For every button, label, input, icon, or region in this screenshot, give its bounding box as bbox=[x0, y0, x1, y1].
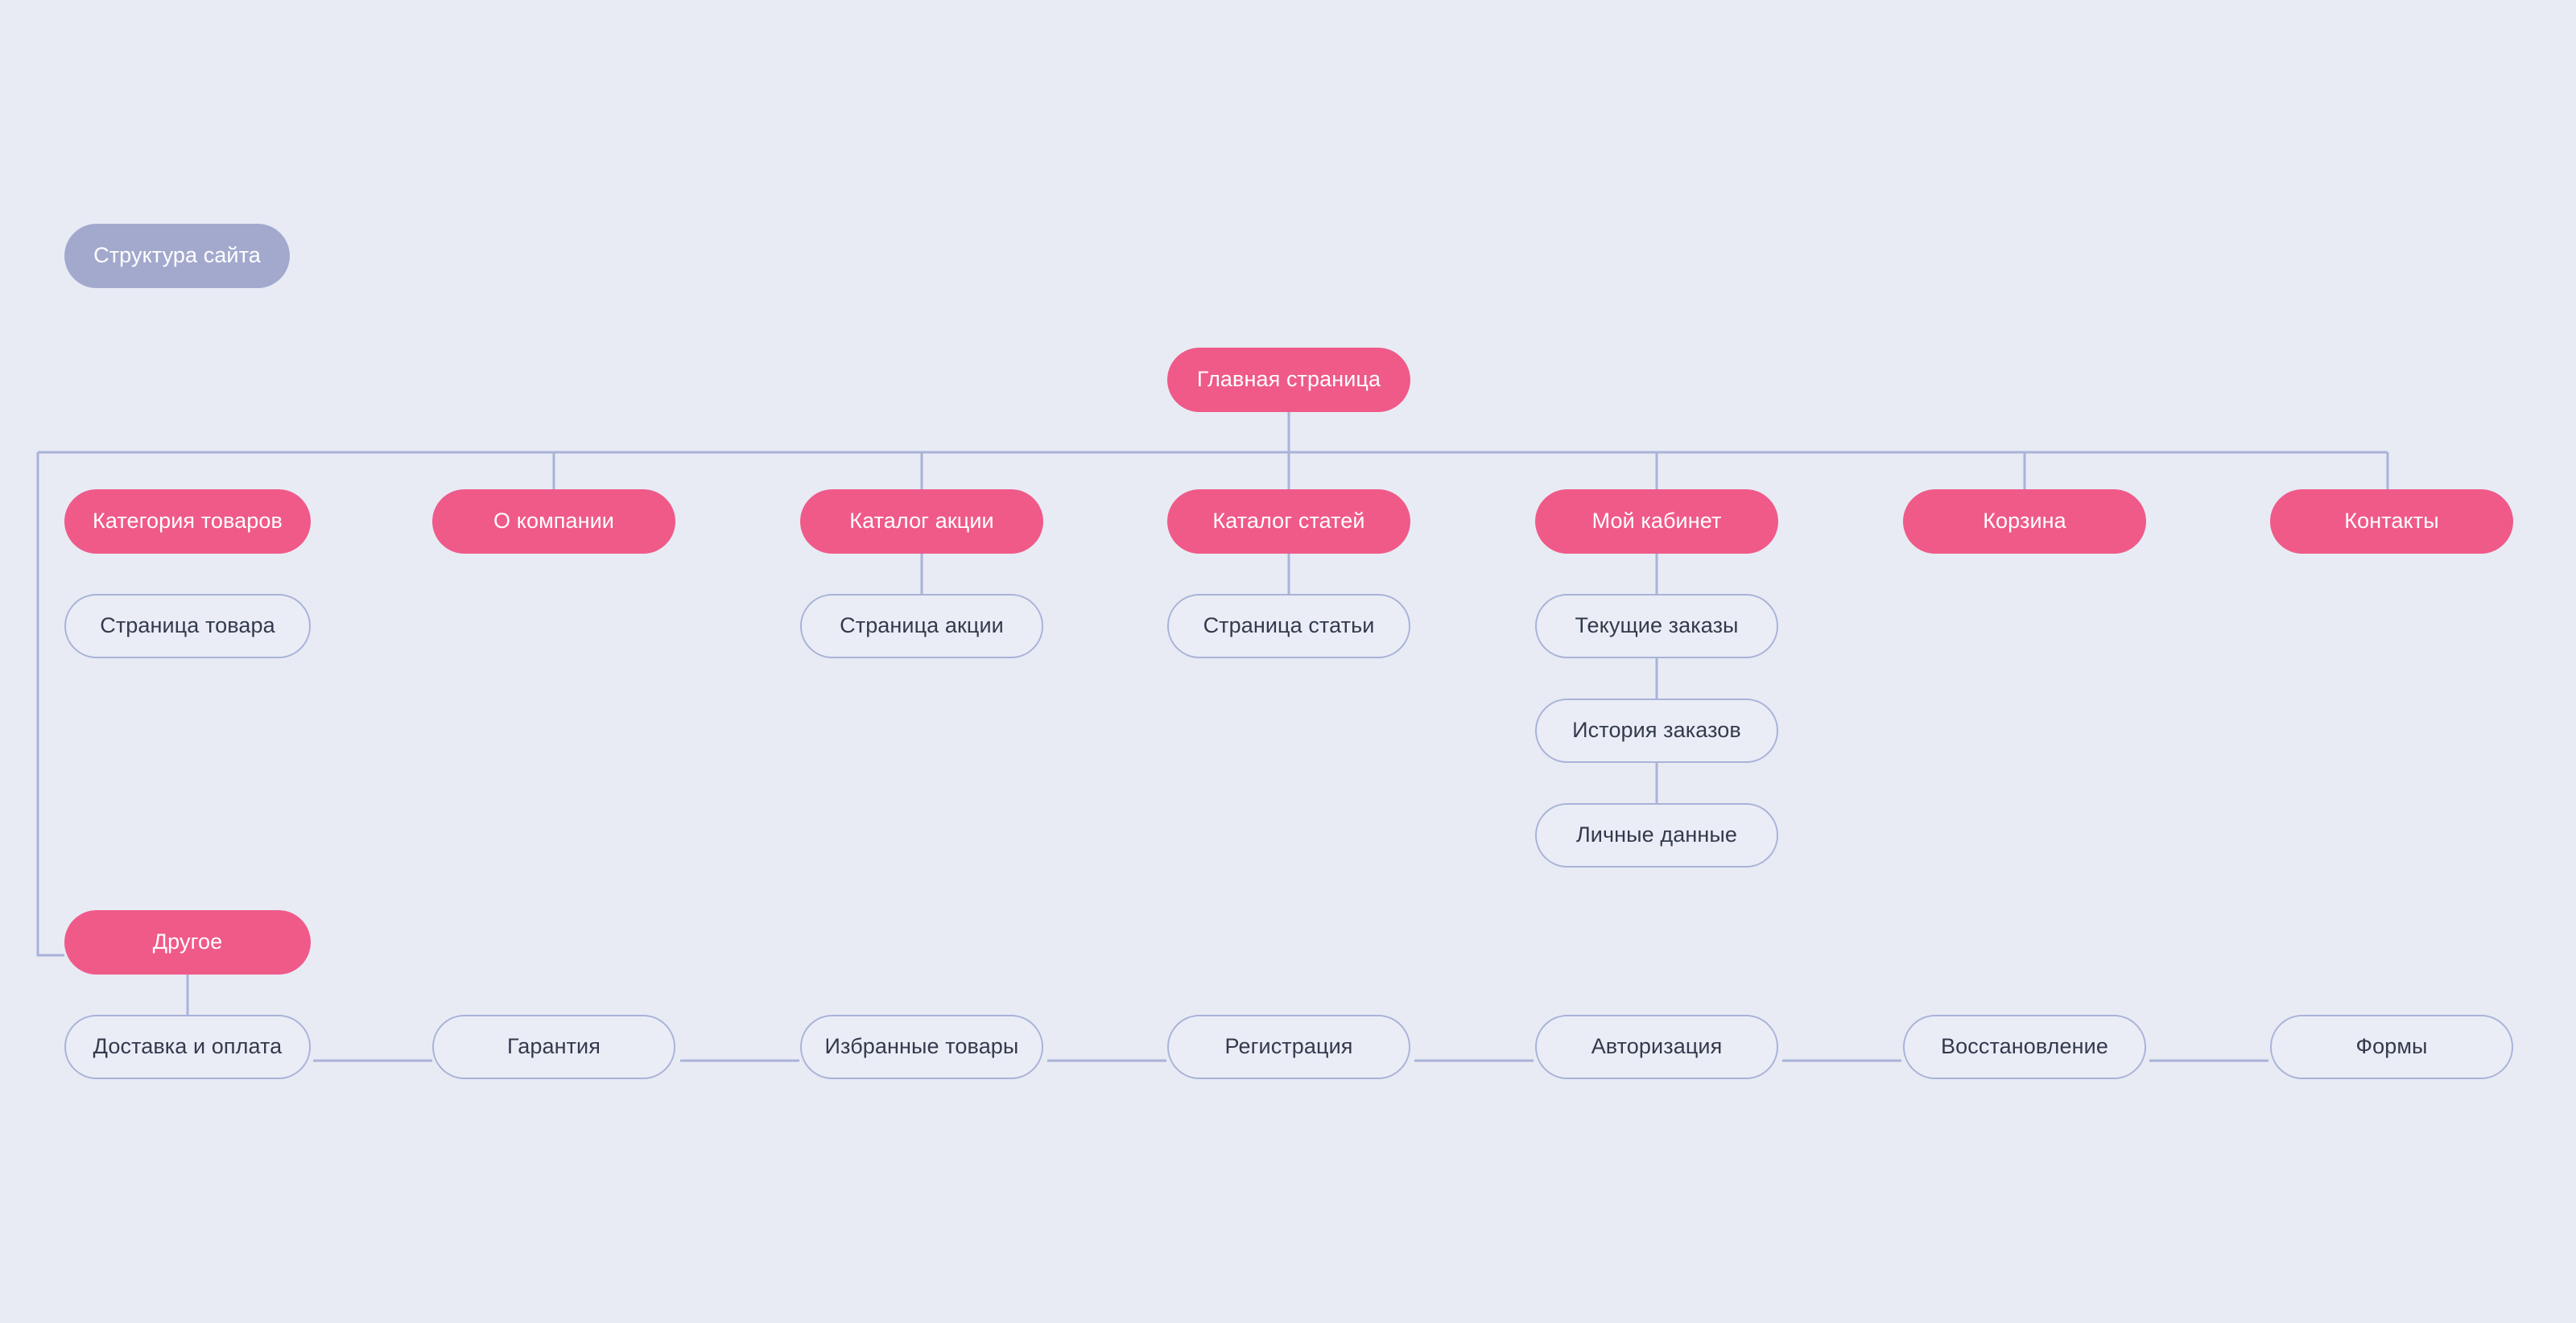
node-label: Корзина bbox=[1983, 509, 2066, 534]
node-label: Гарантия bbox=[507, 1034, 601, 1059]
node-registraciya[interactable]: Регистрация bbox=[1167, 1015, 1410, 1079]
node-kategoriya-tovarov[interactable]: Категория товаров bbox=[64, 489, 311, 554]
node-label: Каталог статей bbox=[1212, 509, 1365, 534]
node-stranica-stati[interactable]: Страница статьи bbox=[1167, 594, 1410, 658]
node-o-kompanii[interactable]: О компании bbox=[432, 489, 675, 554]
edge-bus-to-drugoe bbox=[36, 452, 64, 957]
node-dostavka-i-oplata[interactable]: Доставка и оплата bbox=[64, 1015, 311, 1079]
node-label: Текущие заказы bbox=[1575, 613, 1739, 638]
node-label: Регистрация bbox=[1224, 1034, 1353, 1059]
node-katalog-akcii[interactable]: Каталог акции bbox=[800, 489, 1043, 554]
node-lichnye-dannye[interactable]: Личные данные bbox=[1535, 803, 1778, 868]
node-label: Восстановление bbox=[1941, 1034, 2108, 1059]
node-label: Избранные товары bbox=[824, 1034, 1019, 1059]
node-katalog-statey[interactable]: Каталог статей bbox=[1167, 489, 1410, 554]
node-label: Другое bbox=[152, 929, 223, 954]
node-tekushchie-zakazy[interactable]: Текущие заказы bbox=[1535, 594, 1778, 658]
node-label: Категория товаров bbox=[93, 509, 283, 534]
node-stranica-tovara[interactable]: Страница товара bbox=[64, 594, 311, 658]
diagram-title-pill: Структура сайта bbox=[64, 224, 290, 288]
node-label: Главная страница bbox=[1196, 367, 1381, 392]
node-label: Мой кабинет bbox=[1591, 509, 1722, 534]
node-label: Каталог акции bbox=[849, 509, 994, 534]
diagram-title-label: Структура сайта bbox=[93, 243, 261, 268]
node-stranica-akcii[interactable]: Страница акции bbox=[800, 594, 1043, 658]
node-label: О компании bbox=[493, 509, 614, 534]
node-glavnaya-stranica[interactable]: Главная страница bbox=[1167, 348, 1410, 412]
node-label: Доставка и оплата bbox=[93, 1034, 283, 1059]
node-korzina[interactable]: Корзина bbox=[1903, 489, 2146, 554]
node-avtorizaciya[interactable]: Авторизация bbox=[1535, 1015, 1778, 1079]
node-label: История заказов bbox=[1572, 718, 1741, 743]
node-formy[interactable]: Формы bbox=[2270, 1015, 2513, 1079]
node-izbrannye-tovary[interactable]: Избранные товары bbox=[800, 1015, 1043, 1079]
node-label: Страница статьи bbox=[1203, 613, 1375, 638]
node-label: Личные данные bbox=[1575, 822, 1738, 847]
node-label: Страница товара bbox=[100, 613, 275, 638]
node-istoriya-zakazov[interactable]: История заказов bbox=[1535, 699, 1778, 763]
node-drugoe[interactable]: Другое bbox=[64, 910, 311, 975]
node-moy-kabinet[interactable]: Мой кабинет bbox=[1535, 489, 1778, 554]
node-kontakty[interactable]: Контакты bbox=[2270, 489, 2513, 554]
node-garantiya[interactable]: Гарантия bbox=[432, 1015, 675, 1079]
node-label: Страница акции bbox=[840, 613, 1004, 638]
node-label: Формы bbox=[2355, 1034, 2428, 1059]
node-label: Авторизация bbox=[1591, 1034, 1723, 1059]
node-label: Контакты bbox=[2344, 509, 2439, 534]
node-vosstanovlenie[interactable]: Восстановление bbox=[1903, 1015, 2146, 1079]
